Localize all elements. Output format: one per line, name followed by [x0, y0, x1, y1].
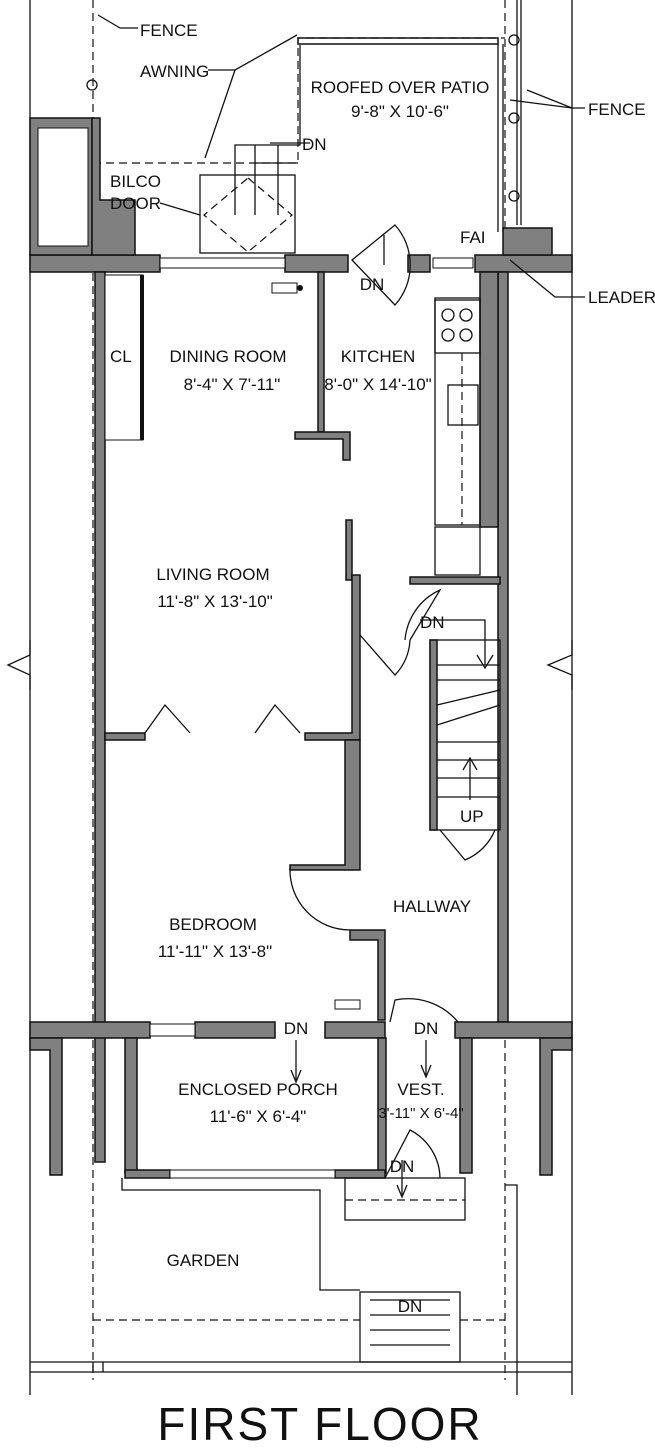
vestibule-door[interactable] [389, 998, 459, 1023]
closet[interactable] [104, 274, 144, 441]
kitchen-wall [479, 271, 499, 528]
fai-label: FAI [460, 228, 486, 247]
awning-label: AWNING [140, 62, 209, 81]
dining-name: DINING ROOM [169, 347, 286, 366]
sink [447, 384, 479, 426]
patio-wall [234, 45, 301, 215]
fence-label-left: FENCE [140, 21, 198, 40]
dn-label: DN [390, 1157, 415, 1176]
party-wall-left [94, 271, 106, 1163]
dn-label: DN [284, 1019, 309, 1038]
staircase [429, 639, 501, 831]
dn-label: DN [398, 1297, 423, 1316]
bedroom-dims: 11'-11" X 13'-8" [158, 942, 272, 961]
porch-name: ENCLOSED PORCH [178, 1080, 338, 1099]
patio-dims: 9'-8" X 10'-6" [351, 102, 449, 121]
break-line-right [546, 640, 573, 690]
stove [434, 297, 481, 354]
vest-name: VEST. [397, 1080, 444, 1099]
bedroom-name: BEDROOM [169, 915, 257, 934]
hallway-wall [304, 574, 361, 741]
vest-dims: 3'-11" X 6'-4" [378, 1105, 463, 1122]
living-dims: 11'-8" X 13'-10" [157, 592, 273, 611]
bifold-door-left[interactable] [144, 703, 191, 734]
fence-leader-left [97, 14, 138, 29]
patio-name: ROOFED OVER PATIO [311, 78, 490, 97]
fence-label-right: FENCE [588, 100, 646, 119]
garden-name: GARDEN [167, 1251, 240, 1270]
porch-dims: 11'-6" X 6'-4" [210, 1107, 307, 1126]
hallway-name: HALLWAY [393, 897, 471, 916]
partition-wall [317, 271, 325, 433]
kitchen-dims: 8'-0" X 14'-10" [324, 375, 431, 394]
front-steps [344, 1177, 466, 1221]
plan-title: FIRST FLOOR [157, 1398, 482, 1450]
kitchen-door[interactable] [351, 224, 411, 306]
rear-window [159, 257, 286, 269]
front-wall [29, 1021, 573, 1039]
awning-outline [93, 37, 505, 164]
bifold-door-right[interactable] [254, 703, 301, 734]
fence-post [86, 79, 98, 91]
up-label: UP [460, 807, 484, 826]
bilco-door[interactable] [199, 174, 296, 254]
dining-dims: 8'-4" X 7'-11" [184, 375, 281, 394]
kitchen-name: KITCHEN [341, 347, 416, 366]
closet-label: CL [110, 347, 132, 366]
leader-label: LEADER [588, 288, 655, 307]
refrigerator [434, 526, 481, 576]
porch-window [169, 1169, 336, 1179]
dn-label: DN [420, 613, 445, 632]
rear-wall [29, 254, 573, 273]
living-name: LIVING ROOM [156, 565, 269, 584]
porch-door[interactable] [384, 1129, 441, 1179]
break-line-left [6, 640, 31, 690]
kitchen-counter [434, 299, 481, 526]
patio-awning-edge [297, 37, 499, 45]
dn-label: DN [414, 1019, 439, 1038]
dn-label: DN [302, 135, 327, 154]
bilco-label-1: BILCO [110, 172, 161, 191]
dn-label: DN [360, 275, 385, 294]
bilco-label-2: DOOR [110, 194, 161, 213]
